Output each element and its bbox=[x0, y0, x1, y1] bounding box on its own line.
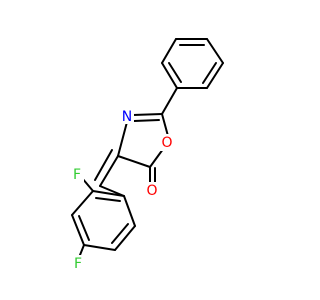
bond bbox=[79, 244, 85, 256]
atom-label-f-ortho: F bbox=[71, 166, 84, 183]
atom-f-ortho: F bbox=[73, 167, 81, 183]
bond bbox=[83, 244, 116, 251]
bond bbox=[71, 214, 85, 246]
molecule-drawing: N O O F F bbox=[71, 38, 224, 272]
bond bbox=[161, 113, 169, 137]
bond bbox=[94, 149, 113, 181]
bond bbox=[123, 195, 136, 227]
structure-canvas: N O O F F bbox=[71, 38, 224, 272]
atom-n: N bbox=[122, 109, 132, 125]
bond bbox=[71, 190, 94, 216]
bond bbox=[99, 155, 119, 187]
bond bbox=[161, 38, 177, 64]
atom-label-n: N bbox=[120, 108, 134, 125]
atom-o-carbonyl: O bbox=[146, 183, 157, 199]
difluorophenyl-ring bbox=[71, 190, 136, 251]
bond bbox=[206, 38, 224, 64]
bond bbox=[161, 62, 178, 89]
bond bbox=[161, 87, 178, 115]
bond bbox=[168, 62, 182, 83]
phenyl-ring bbox=[161, 38, 224, 89]
bond bbox=[114, 225, 136, 251]
bond bbox=[132, 113, 163, 116]
bond bbox=[78, 215, 90, 241]
atom-o-ring: O bbox=[161, 135, 172, 151]
bond bbox=[206, 62, 224, 89]
atom-label-o-ring: O bbox=[160, 134, 175, 151]
atom-label-o-carbonyl: O bbox=[145, 182, 160, 199]
bond bbox=[99, 185, 125, 197]
bond bbox=[117, 155, 151, 168]
bond bbox=[111, 223, 129, 244]
bond bbox=[133, 119, 160, 122]
bond bbox=[92, 190, 125, 197]
atom-f-para: F bbox=[74, 256, 82, 272]
bond bbox=[202, 62, 217, 84]
bond bbox=[117, 121, 128, 157]
bond bbox=[95, 197, 121, 202]
atom-label-f-para: F bbox=[72, 255, 85, 272]
